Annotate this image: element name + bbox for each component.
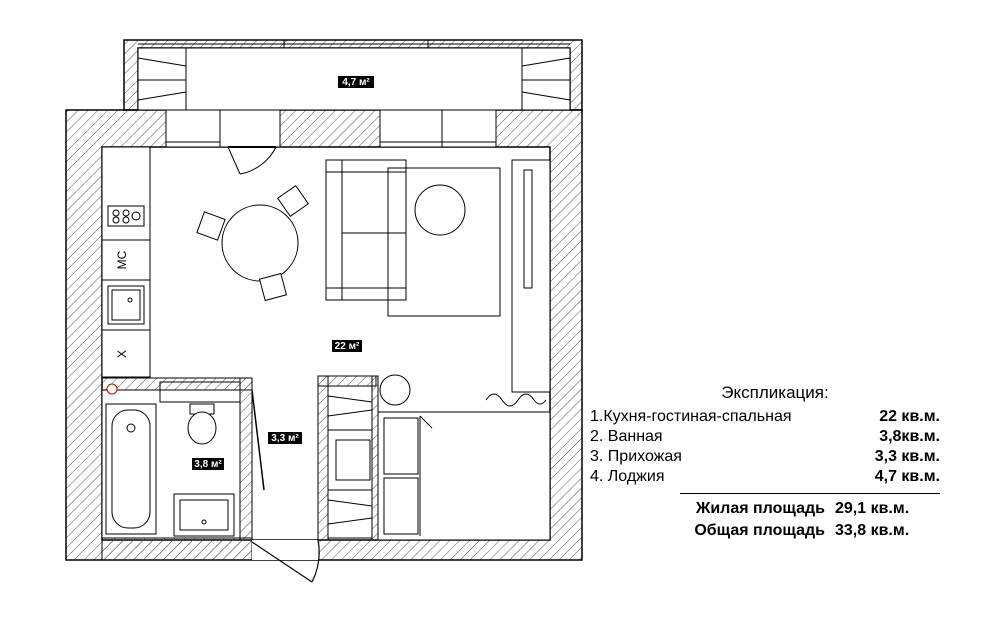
living-area-total: Жилая площадь 29,1 кв.м. xyxy=(695,500,910,517)
legend-item: 2. Ванная 3,8кв.м. xyxy=(590,428,940,445)
legend-item: 1.Кухня-гостиная-спальная 22 кв.м. xyxy=(590,408,940,425)
shelf xyxy=(159,381,241,403)
bed xyxy=(377,411,551,541)
rug xyxy=(387,167,501,317)
hallway-closet xyxy=(327,385,373,539)
side-table xyxy=(379,374,411,406)
entrance-opening xyxy=(252,540,318,560)
boiler-icon xyxy=(106,383,118,395)
legend-item: 3. Прихожая 3,3 кв.м. xyxy=(590,448,940,465)
bedroom-partition xyxy=(371,375,379,541)
legend-divider xyxy=(680,493,940,494)
legend-title: Экспликация: xyxy=(721,383,829,402)
window-right xyxy=(441,109,497,148)
sink-icon xyxy=(107,285,145,325)
main-room-area-label: 22 м² xyxy=(335,341,360,352)
stove-icon xyxy=(107,205,145,227)
loggia-cabinet-left xyxy=(137,47,187,111)
balcony-door-swing xyxy=(227,146,277,175)
entrance-door xyxy=(251,539,320,583)
dining-chair xyxy=(196,184,310,302)
explication-legend: Экспликация: 1.Кухня-гостиная-спальная 2… xyxy=(590,383,940,542)
hallway-area-label: 3,3 м² xyxy=(271,433,299,444)
dishwasher-label: МС xyxy=(115,250,129,269)
balcony-door-opening xyxy=(219,109,281,148)
window-left xyxy=(165,109,221,148)
total-area: Общая площадь 33,8 кв.м. xyxy=(694,522,910,539)
fridge-label: Х xyxy=(115,350,129,358)
sofa xyxy=(325,159,407,301)
legend-item: 4. Лоджия 4,7 кв.м. xyxy=(590,468,940,485)
window-center xyxy=(379,109,443,148)
loggia-area-label: 4,7 м² xyxy=(342,77,370,88)
interior-walls xyxy=(101,375,377,561)
bathtub xyxy=(105,403,157,535)
wardrobe xyxy=(511,159,551,393)
loggia-cabinet-right xyxy=(521,47,571,111)
dining-table xyxy=(221,204,299,282)
toilet xyxy=(187,403,217,445)
washbasin xyxy=(173,493,235,537)
bathroom-area-label: 3,8 м² xyxy=(194,459,222,470)
kitchen-counter xyxy=(101,146,151,378)
curtain xyxy=(485,393,547,407)
coffee-table xyxy=(414,184,466,236)
bathroom-door xyxy=(251,389,265,491)
